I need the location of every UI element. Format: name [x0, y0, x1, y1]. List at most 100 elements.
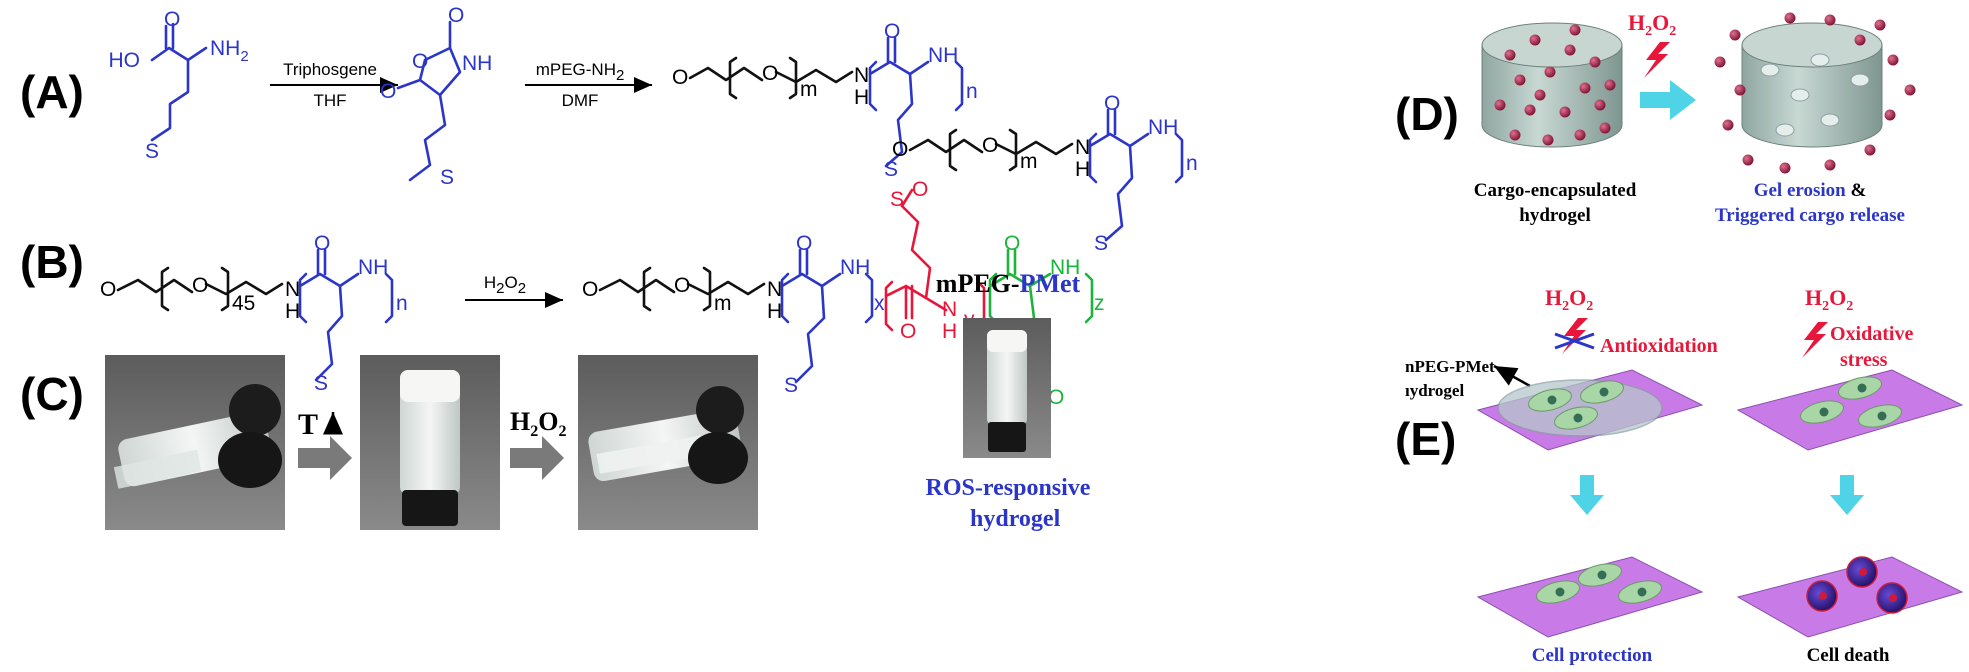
cargo-particle: [1604, 79, 1616, 91]
svg-text:H: H: [767, 300, 782, 323]
svg-text:O: O: [674, 274, 690, 297]
panel-label-a: (A): [20, 66, 84, 118]
reagent-thf: THF: [313, 91, 346, 110]
svg-text:S: S: [1094, 232, 1108, 255]
released-particle: [1722, 119, 1734, 131]
caption-hydrogel-d: hydrogel: [1519, 205, 1590, 226]
released-particle: [1714, 56, 1726, 68]
label-gel-2: ıydrogel: [1405, 381, 1464, 400]
panel-label-b: (B): [20, 236, 84, 288]
reaction-arrow-b: H2O2: [465, 273, 563, 308]
hydrogel-cylinder-loaded: [1481, 22, 1623, 148]
svg-text:S: S: [784, 374, 798, 397]
caption-triggered-release: Triggered cargo release: [1715, 205, 1905, 226]
cargo-particle: [1579, 82, 1591, 94]
label-t: T: [298, 408, 318, 441]
cell-nucleus: [1599, 387, 1609, 397]
caption-cell-protection: Cell protection: [1532, 645, 1653, 666]
cargo-particle: [1542, 134, 1554, 146]
released-particle: [1824, 14, 1836, 26]
svg-text:x: x: [874, 292, 885, 315]
cell-nucleus: [1877, 411, 1887, 421]
cell-nucleus: [1547, 395, 1557, 405]
released-particle: [1824, 159, 1836, 171]
cells-top-left: [1528, 380, 1624, 430]
released-particle: [1874, 19, 1886, 31]
released-particle: [1729, 29, 1741, 41]
hydrogel-cylinder-eroded: [1714, 12, 1916, 174]
erosion-pore: [1820, 113, 1840, 127]
erosion-pore: [1850, 73, 1870, 87]
svg-text:NH: NH: [1148, 116, 1178, 139]
erosion-pore: [1810, 53, 1830, 67]
svg-text:NH: NH: [840, 256, 870, 279]
cyan-arrow-e-right: [1830, 475, 1864, 515]
cargo-particle: [1509, 129, 1521, 141]
svg-text:S: S: [440, 166, 454, 189]
erosion-pore: [1790, 88, 1810, 102]
svg-text:z: z: [1094, 292, 1105, 315]
label-gel: nPEG-PMet: [1405, 357, 1495, 376]
lightning-icon-e-right: [1802, 322, 1828, 358]
panel-label-e: (E): [1395, 413, 1456, 465]
caption-cell-death: Cell death: [1807, 645, 1890, 666]
cargo-particle: [1559, 106, 1571, 118]
cyan-arrow-e-left: [1570, 475, 1604, 515]
reagent-triphosgene: Triphosgene: [283, 60, 377, 79]
svg-text:45: 45: [232, 292, 255, 315]
svg-text:N: N: [942, 298, 957, 321]
cargo-particle: [1524, 104, 1536, 116]
arrow-h2o2-c: H2O2: [510, 407, 566, 480]
cell-nucleus: [1819, 407, 1829, 417]
label-h2o2-c: H2O2: [510, 407, 566, 440]
svg-text:N: N: [1075, 136, 1090, 159]
svg-text:O: O: [100, 278, 116, 301]
svg-text:O: O: [884, 20, 900, 43]
svg-text:O: O: [1104, 92, 1120, 115]
cargo-particle: [1504, 49, 1516, 61]
cell-nucleus: [1573, 413, 1583, 423]
svg-text:O: O: [448, 4, 464, 27]
cargo-particle: [1494, 99, 1506, 111]
caption-hydrogel: hydrogel: [970, 506, 1061, 532]
reagent-dmf: DMF: [562, 91, 599, 110]
svg-text:O: O: [982, 134, 998, 157]
released-particle: [1854, 34, 1866, 46]
caption-ros-responsive: ROS-responsive: [926, 475, 1091, 501]
svg-text:O: O: [900, 320, 916, 343]
released-particle: [1779, 162, 1791, 174]
svg-text:N: N: [767, 278, 782, 301]
svg-text:m: m: [1020, 150, 1038, 173]
cargo-particle: [1514, 74, 1526, 86]
label-h2o2-d: H2O2: [1628, 10, 1676, 39]
label-h2o2-e-right: H2O2: [1805, 285, 1853, 314]
svg-text:H: H: [854, 86, 869, 109]
released-particle: [1864, 144, 1876, 156]
arrow-temperature: T: [298, 408, 352, 480]
svg-text:S: S: [884, 158, 898, 181]
svg-text:NH: NH: [358, 256, 388, 279]
cargo-particle: [1544, 66, 1556, 78]
atom-s: S: [145, 140, 159, 163]
svg-text:O: O: [582, 278, 598, 301]
panel-label-d: (D): [1395, 88, 1459, 140]
label-oxidative: Oxidative: [1830, 323, 1913, 345]
cells-top-right: [1800, 376, 1902, 428]
atom-nh2: NH2: [210, 37, 249, 65]
caption-gel-erosion: Gel erosion &: [1754, 180, 1867, 201]
svg-text:O: O: [762, 62, 778, 85]
reagent-mpeg-nh2: mPEG-NH2: [536, 60, 625, 84]
dead-cell-nucleus: [1859, 568, 1867, 576]
released-particle: [1734, 84, 1746, 96]
caption-cargo-encapsulated: Cargo-encapsulated: [1474, 180, 1637, 201]
svg-text:O: O: [1004, 232, 1020, 255]
cells-bottom-left: [1536, 563, 1662, 604]
reagent-h2o2: H2O2: [484, 273, 526, 297]
reaction-arrow-a2: mPEG-NH2 DMF: [525, 60, 652, 110]
svg-text:O: O: [412, 50, 428, 73]
cargo-particle: [1574, 129, 1586, 141]
released-particle: [1784, 12, 1796, 24]
svg-text:n: n: [966, 80, 978, 103]
cell-nucleus: [1597, 570, 1607, 580]
